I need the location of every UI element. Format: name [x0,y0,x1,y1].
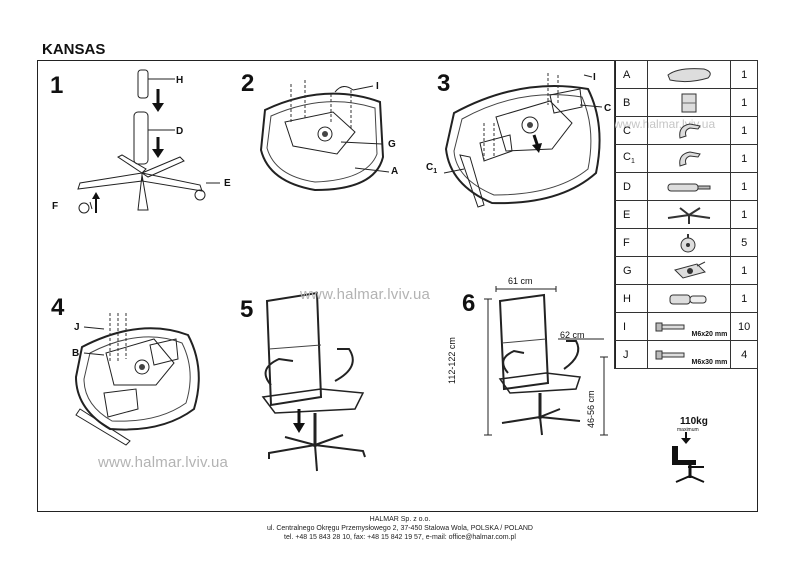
dimension-seat-width: 62 cm [560,330,585,340]
part-letter: F [614,228,648,257]
part-quantity: 1 [730,200,758,229]
callout-h: H [176,75,184,86]
part-quantity: 1 [730,116,758,145]
callout-a: A [391,166,399,177]
mechanism-icon [648,260,730,282]
step-4-number: 4 [51,294,65,321]
part-quantity: 1 [730,172,758,201]
callout-g: G [388,139,396,150]
part-quantity: 1 [730,88,758,117]
instruction-frame [37,60,758,512]
max-load-note: maximum [677,427,699,433]
callout-i-3: I [593,72,596,83]
star-base-icon [648,204,730,226]
caster-icon [648,232,730,254]
part-quantity: 5 [730,228,758,257]
part-image [646,116,732,145]
armrest-icon [648,120,730,142]
step-2-illustration [255,72,415,217]
part-quantity: 10 [730,312,758,341]
footer-address: ul. Centralnego Okręgu Przemysłowego 2, … [266,525,533,532]
part-letter: A [614,60,648,89]
cover-icon [648,292,730,306]
watermark-main: www.halmar.lviv.ua [300,286,431,303]
footer-contact: tel. +48 15 843 28 10, fax: +48 15 842 1… [284,534,516,541]
screw-size-label: M6x30 mm [691,359,728,366]
armrest-icon [648,148,730,170]
backrest-icon [648,92,730,114]
part-letter: E [614,200,648,229]
part-image [646,144,732,173]
callout-i: I [376,81,379,92]
part-image [646,256,732,285]
part-quantity: 1 [730,256,758,285]
part-letter: G [614,256,648,285]
step-4-illustration [70,305,220,455]
part-quantity: 1 [730,144,758,173]
screw-icon [648,321,730,333]
part-letter: C [614,116,648,145]
screw-icon [648,349,730,361]
part-quantity: 1 [730,60,758,89]
step-2-number: 2 [241,70,255,97]
part-letter: J [614,340,648,369]
part-letter: B [614,88,648,117]
document-title: KANSAS [42,41,106,58]
step-1-number: 1 [50,72,64,99]
callout-e: E [224,178,231,189]
max-load-value: 110kg [680,416,708,427]
part-quantity: 4 [730,340,758,369]
part-image [646,284,732,313]
part-letter: I [614,312,648,341]
step-3-number: 3 [437,70,451,97]
watermark-secondary: www.halmar.lviv.ua [98,454,229,471]
part-quantity: 1 [730,284,758,313]
part-image [646,172,732,201]
callout-c: C [604,103,612,114]
gas-lift-icon [648,180,730,194]
part-image: M6x20 mm [646,312,732,341]
screw-size-label: M6x20 mm [691,331,728,338]
part-letter: C1 [614,144,648,173]
seat-icon [648,66,730,84]
dimension-seat-height: 46-56 cm [586,390,596,428]
step-1-illustration [70,65,240,225]
part-image [646,60,732,89]
max-load-chair-icon [672,430,718,490]
part-letter: D [614,172,648,201]
step-3-illustration [440,65,615,220]
step-5-illustration [255,285,385,475]
part-image [646,88,732,117]
part-image [646,228,732,257]
step-6-illustration [480,283,615,443]
dimension-back-width: 61 cm [508,276,533,286]
step-5-number: 5 [240,296,254,323]
part-image [646,200,732,229]
parts-row: C1 1 [614,144,758,173]
step-6-number: 6 [462,290,476,317]
callout-c1: C1 [426,162,438,175]
callout-b: B [72,348,80,359]
footer-company: HALMAR Sp. z o.o. [369,516,431,523]
callout-f: F [52,201,59,212]
part-image: M6x30 mm [646,340,732,369]
dimension-total-height: 112-122 cm [447,337,457,384]
callout-d: D [176,126,184,137]
callout-j: J [74,322,80,333]
part-letter: H [614,284,648,313]
